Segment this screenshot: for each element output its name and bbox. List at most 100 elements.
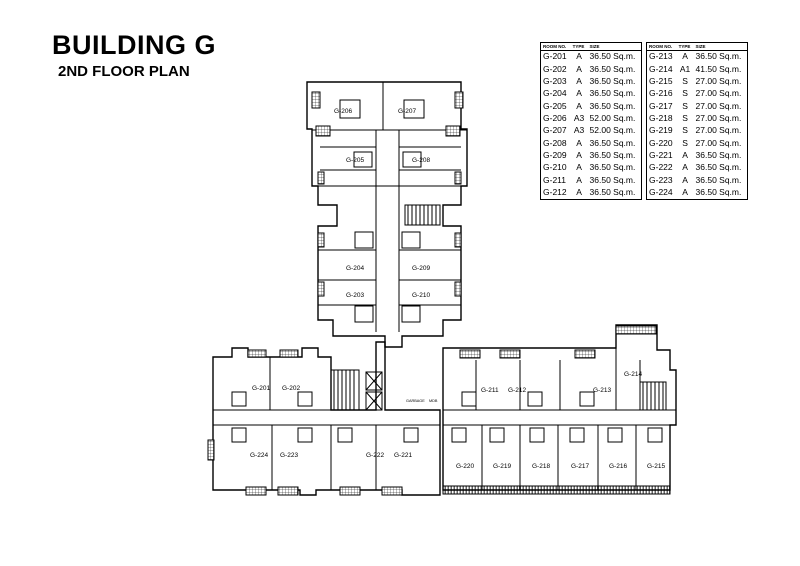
- legend-room-type: S: [682, 125, 688, 136]
- legend-header-room: ROOM NO.: [646, 42, 677, 51]
- legend-room-type: A: [682, 186, 688, 197]
- legend-room-type: A: [576, 51, 582, 62]
- legend-room-type: A: [576, 63, 582, 74]
- legend-room-type: A: [576, 149, 582, 160]
- room-label-g224: G-224: [250, 452, 268, 459]
- legend-room-type: A: [682, 162, 688, 173]
- legend-room-size: 36.50 Sq.m.: [695, 174, 742, 185]
- legend-room-type: A: [576, 88, 582, 99]
- legend-room-no: G-206: [543, 113, 567, 124]
- legend-room-no: G-209: [543, 149, 567, 160]
- legend-room-size: 27.00 Sq.m.: [695, 76, 742, 87]
- room-label-g202: G-202: [282, 385, 300, 392]
- legend-room-no: G-210: [543, 162, 567, 173]
- legend-room-size: 27.00 Sq.m.: [695, 125, 742, 136]
- legend-room-no: G-223: [649, 174, 673, 185]
- legend-room-size: 36.50 Sq.m.: [695, 162, 742, 173]
- legend-room-no: G-222: [649, 162, 673, 173]
- legend-room-no: G-205: [543, 100, 567, 111]
- legend-room-no: G-202: [543, 63, 567, 74]
- legend-room-size: 27.00 Sq.m.: [695, 100, 742, 111]
- legend-room-size: 27.00 Sq.m.: [695, 113, 742, 124]
- room-label-g221: G-221: [394, 452, 412, 459]
- legend-room-no: G-217: [649, 100, 673, 111]
- room-label-g201: G-201: [252, 385, 270, 392]
- legend-room-type: A: [576, 162, 582, 173]
- room-label-g211: G-211: [481, 387, 499, 394]
- room-label-g216: G-216: [609, 463, 627, 470]
- room-label-g213: G-213: [593, 387, 611, 394]
- legend-header-room: ROOM NO.: [540, 42, 571, 51]
- room-label-g219: G-219: [493, 463, 511, 470]
- room-label-g222: G-222: [366, 452, 384, 459]
- garbage-room-label: GARBAGE: [406, 399, 425, 403]
- legend-room-type: A: [576, 76, 582, 87]
- legend-room-size: 36.50 Sq.m.: [589, 137, 636, 148]
- legend-room-size: 52.00 Sq.m.: [589, 125, 636, 136]
- legend-room-no: G-204: [543, 88, 567, 99]
- room-label-g220: G-220: [456, 463, 474, 470]
- room-label-g205: G-205: [346, 157, 364, 164]
- legend-header-size: SIZE: [587, 42, 642, 51]
- legend-room-no: G-220: [649, 137, 673, 148]
- legend-room-type: A: [576, 186, 582, 197]
- legend-room-no: G-212: [543, 186, 567, 197]
- legend-room-size: 36.50 Sq.m.: [589, 186, 636, 197]
- legend-room-size: 36.50 Sq.m.: [695, 51, 742, 62]
- legend-room-size: 36.50 Sq.m.: [695, 149, 742, 160]
- room-label-g204: G-204: [346, 265, 364, 272]
- room-label-g207: G-207: [398, 108, 416, 115]
- legend-room-type: S: [682, 137, 688, 148]
- legend-room-size: 36.50 Sq.m.: [695, 186, 742, 197]
- room-label-g215: G-215: [647, 463, 665, 470]
- room-label-g208: G-208: [412, 157, 430, 164]
- legend-room-type: A: [576, 137, 582, 148]
- legend-room-no: G-211: [543, 174, 566, 185]
- legend-room-type: A: [576, 174, 582, 185]
- legend-room-no: G-201: [543, 51, 567, 62]
- legend-header-type: TYPE: [570, 42, 588, 51]
- legend-room-type: A3: [573, 125, 585, 136]
- legend-room-size: 36.50 Sq.m.: [589, 88, 636, 99]
- room-label-g206: G-206: [334, 108, 352, 115]
- legend-room-size: 52.00 Sq.m.: [589, 113, 636, 124]
- legend-room-no: G-219: [649, 125, 673, 136]
- floor-plan-subtitle: 2ND FLOOR PLAN: [58, 63, 190, 80]
- legend-row: G-222 A 36.50 Sq.m.: [647, 162, 748, 174]
- legend-room-no: G-213: [649, 51, 673, 62]
- legend-room-type: A: [576, 100, 582, 111]
- legend-room-size: 36.50 Sq.m.: [589, 51, 636, 62]
- legend-room-type: A: [682, 149, 688, 160]
- legend-room-no: G-214: [649, 63, 673, 74]
- room-label-g223: G-223: [280, 452, 298, 459]
- legend-row: G-212 A 36.50 Sq.m.: [541, 186, 642, 199]
- legend-row: G-204 A 36.50 Sq.m.: [541, 88, 642, 100]
- legend-room-no: G-203: [543, 76, 567, 87]
- room-label-g214: G-214: [624, 371, 642, 378]
- legend-room-no: G-216: [649, 88, 673, 99]
- room-label-g203: G-203: [346, 292, 364, 299]
- room-label-g212: G-212: [508, 387, 526, 394]
- room-label-g217: G-217: [571, 463, 589, 470]
- legend-room-no: G-215: [649, 76, 673, 87]
